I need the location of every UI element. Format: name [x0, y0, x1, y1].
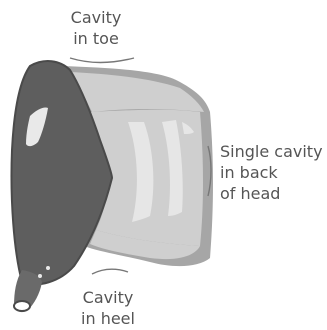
hosel-opening: [14, 301, 30, 311]
heel-leader-line: [92, 269, 128, 274]
back-cavity-label: Single cavity in back of head: [220, 141, 326, 204]
back-label-line-3: of head: [220, 183, 326, 204]
hosel-dot: [46, 266, 50, 270]
toe-label-line-1: Cavity: [60, 7, 132, 28]
heel-label-line-1: Cavity: [76, 287, 140, 308]
hosel-dot: [38, 274, 42, 278]
heel-cavity-label: Cavity in heel: [76, 287, 140, 329]
back-label-line-2: in back: [220, 162, 326, 183]
toe-label-line-2: in toe: [60, 28, 132, 49]
toe-cavity-label: Cavity in toe: [60, 7, 132, 49]
heel-label-line-2: in heel: [76, 308, 140, 329]
back-label-line-1: Single cavity: [220, 141, 326, 162]
toe-leader-line: [70, 58, 134, 63]
